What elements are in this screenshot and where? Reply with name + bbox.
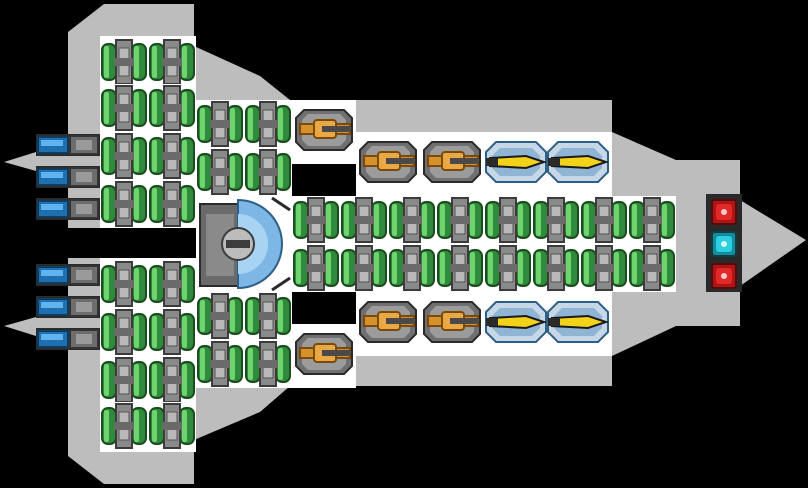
fuel-tank-icon[interactable] [291,243,341,293]
fuel-tank-icon[interactable] [147,307,197,357]
fuel-tank-icon[interactable] [99,401,149,451]
thruster-group-top [35,133,101,221]
fuel-tank-icon[interactable] [483,195,533,245]
fuel-tank-icon[interactable] [99,307,149,357]
fuel-tank-icon[interactable] [243,291,293,341]
thruster-icon[interactable] [35,295,101,319]
fuel-tank-icon[interactable] [435,243,485,293]
fuel-tank-icon[interactable] [243,339,293,389]
fuel-tank-icon[interactable] [483,243,533,293]
cannon-icon[interactable] [423,301,481,343]
fuel-tank-icon[interactable] [147,259,197,309]
thruster-icon[interactable] [35,165,101,189]
fuel-tank-icon[interactable] [531,243,581,293]
thruster-icon[interactable] [35,197,101,221]
cannon-icon[interactable] [359,301,417,343]
indicator-light-group [706,194,742,292]
cannon-icon[interactable] [295,333,353,375]
indicator-light-icon[interactable] [709,197,739,227]
railgun-icon[interactable] [485,141,547,183]
indicator-light-icon[interactable] [709,261,739,291]
thruster-icon[interactable] [35,327,101,351]
railgun-icon[interactable] [547,141,609,183]
thruster-icon[interactable] [35,133,101,157]
cannon-icon[interactable] [295,109,353,151]
fuel-tank-icon[interactable] [627,243,677,293]
thruster-icon[interactable] [35,263,101,287]
fuel-tank-icon[interactable] [147,401,197,451]
fuel-tank-icon[interactable] [195,339,245,389]
command-core-icon[interactable] [196,196,292,292]
fuel-tank-icon[interactable] [99,131,149,181]
fuel-tank-icon[interactable] [339,243,389,293]
fuel-tank-icon[interactable] [243,147,293,197]
fuel-tank-icon[interactable] [579,195,629,245]
fuel-tank-icon[interactable] [627,195,677,245]
fuel-tank-icon[interactable] [99,259,149,309]
fuel-tank-icon[interactable] [579,243,629,293]
fuel-tank-icon[interactable] [147,131,197,181]
fuel-tank-icon[interactable] [387,195,437,245]
fuel-tank-icon[interactable] [99,179,149,229]
fuel-tank-icon[interactable] [147,37,197,87]
fuel-tank-icon[interactable] [195,99,245,149]
fuel-tank-icon[interactable] [339,195,389,245]
fuel-tank-icon[interactable] [99,37,149,87]
fuel-tank-icon[interactable] [243,99,293,149]
fuel-tank-icon[interactable] [387,243,437,293]
fuel-tank-icon[interactable] [147,355,197,405]
thruster-group-bottom [35,263,101,351]
railgun-icon[interactable] [485,301,547,343]
fuel-tank-icon[interactable] [147,179,197,229]
fuel-tank-icon[interactable] [291,195,341,245]
fuel-tank-icon[interactable] [195,291,245,341]
fuel-tank-icon[interactable] [99,83,149,133]
indicator-light-icon[interactable] [709,229,739,259]
fuel-tank-icon[interactable] [195,147,245,197]
cannon-icon[interactable] [423,141,481,183]
fuel-tank-icon[interactable] [531,195,581,245]
fuel-tank-icon[interactable] [435,195,485,245]
fuel-tank-icon[interactable] [147,83,197,133]
railgun-icon[interactable] [547,301,609,343]
fuel-tank-group-spine [291,195,677,293]
hull-gap [34,164,356,324]
fuel-tank-icon[interactable] [99,355,149,405]
cannon-icon[interactable] [359,141,417,183]
